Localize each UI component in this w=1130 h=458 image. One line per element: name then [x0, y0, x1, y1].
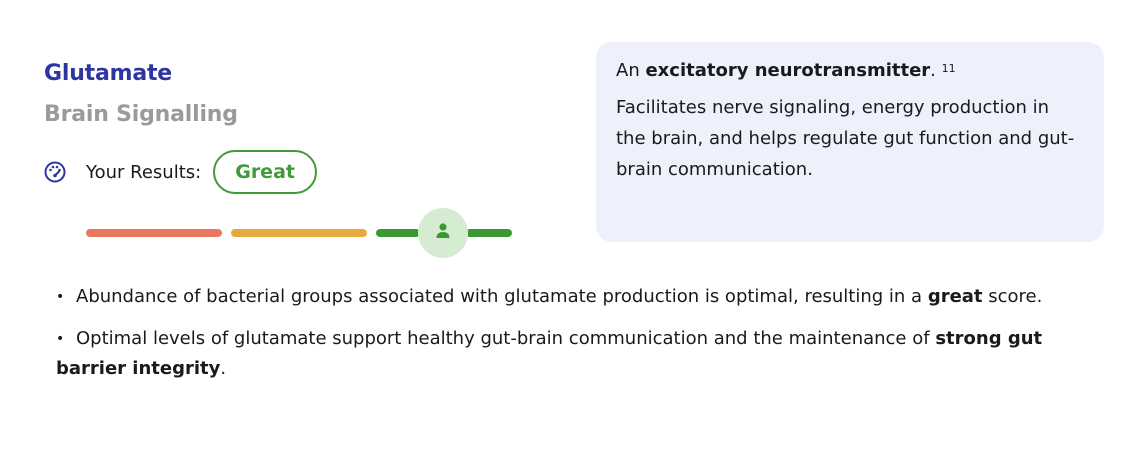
page-title: Glutamate: [44, 61, 173, 86]
bullet-text: Optimal levels of glutamate support heal…: [76, 328, 936, 349]
score-scale: [86, 206, 516, 258]
person-icon: [433, 221, 453, 245]
results-row: Your Results: Great: [44, 148, 317, 196]
results-label: Your Results:: [86, 161, 202, 183]
list-item: • Optimal levels of glutamate support hea…: [56, 324, 1086, 384]
bullet-bold: strong gut barrier integrity: [56, 328, 1043, 379]
score-marker: [418, 208, 468, 258]
info-card: An excitatory neurotransmitter. 11 Facil…: [596, 42, 1104, 242]
bullet-suffix: score.: [982, 286, 1043, 307]
bullet-icon: •: [56, 331, 65, 347]
reference-number: 11: [941, 62, 956, 75]
list-item: • Abundance of bacterial groups associate…: [56, 282, 1086, 312]
info-lead: An excitatory neurotransmitter. 11: [616, 58, 1084, 84]
bullet-icon: •: [56, 289, 65, 305]
status-badge: Great: [213, 150, 317, 194]
info-lead-bold: excitatory neurotransmitter: [645, 60, 931, 81]
bullet-bold: great: [927, 286, 983, 307]
info-lead-suffix: .: [930, 60, 936, 81]
info-lead-prefix: An: [616, 60, 646, 81]
scale-segment-green-end: [466, 229, 512, 237]
scale-segment-red: [86, 229, 222, 237]
scale-segment-yellow: [231, 229, 367, 237]
bullet-text: Abundance of bacterial groups associated…: [76, 286, 928, 307]
page-subtitle: Brain Signalling: [44, 102, 238, 127]
bullet-list: • Abundance of bacterial groups associate…: [56, 282, 1086, 396]
scale-segment-green: [376, 229, 420, 237]
info-body: Facilitates nerve signaling, energy prod…: [616, 97, 1075, 180]
bullet-suffix: .: [220, 358, 227, 379]
gauge-icon: [44, 161, 66, 183]
